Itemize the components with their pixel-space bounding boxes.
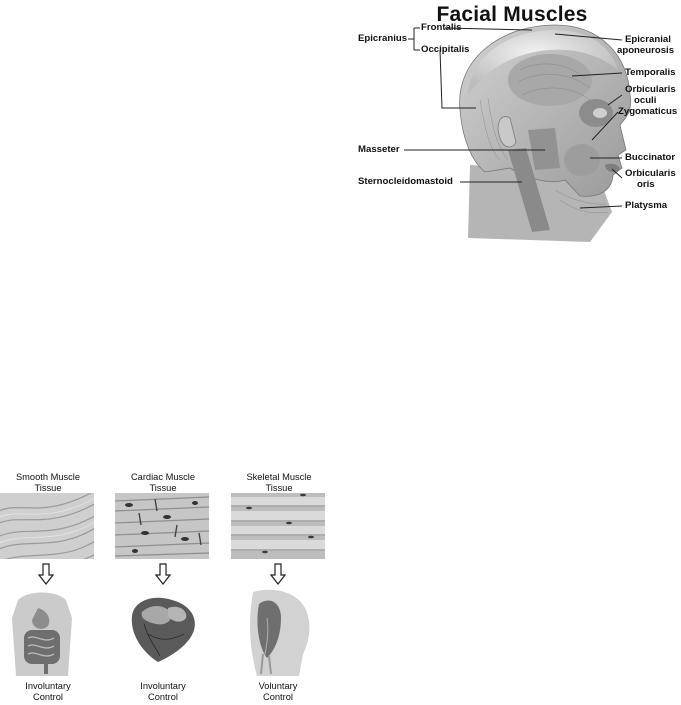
control-line1: Involuntary	[140, 681, 186, 691]
control-line2: Control	[263, 692, 293, 702]
figure-title: Facial Muscles	[436, 3, 588, 26]
digestive-system-icon	[12, 592, 72, 676]
tissue-title-skeletal: Skeletal Muscle Tissue	[224, 472, 334, 494]
tissue-title-line1: Smooth Muscle	[15, 472, 81, 482]
label-epicranial: Epicranial	[625, 34, 671, 45]
tissue-title-cardiac: Cardiac Muscle Tissue	[108, 472, 218, 494]
down-arrow-icon	[155, 563, 171, 585]
label-temporalis: Temporalis	[625, 67, 676, 78]
tissue-title-smooth: Smooth Muscle Tissue	[0, 472, 103, 494]
control-line1: Involuntary	[25, 681, 71, 691]
control-label-skeletal: Voluntary Control	[238, 681, 318, 703]
head-illustration	[404, 24, 632, 242]
label-frontalis: Frontalis	[421, 22, 462, 33]
label-zygomaticus: Zygomaticus	[618, 106, 678, 117]
tissue-title-line2: Tissue	[149, 483, 177, 493]
tissue-title-line2: Tissue	[34, 483, 62, 493]
arm-muscle-icon	[250, 589, 310, 676]
down-arrow-icon	[38, 563, 54, 585]
label-orbicularis-oculi: Orbicularis	[625, 84, 676, 95]
label-orbicularis-oris: Orbicularis	[625, 168, 676, 179]
label-occipitalis: Occipitalis	[421, 44, 470, 55]
control-line2: Control	[33, 692, 63, 702]
label-masseter: Masseter	[358, 144, 400, 155]
label-buccinator: Buccinator	[625, 152, 676, 163]
control-line2: Control	[148, 692, 178, 702]
cardiac-muscle-texture	[115, 493, 209, 559]
tissue-title-line2: Tissue	[265, 483, 293, 493]
facial-muscles-figure: Facial Muscles	[350, 0, 681, 245]
control-line1: Voluntary	[258, 681, 298, 691]
smooth-muscle-texture	[0, 493, 94, 559]
control-label-cardiac: Involuntary Control	[123, 681, 203, 703]
skeletal-muscle-texture	[231, 493, 325, 559]
control-label-smooth: Involuntary Control	[8, 681, 88, 703]
heart-icon	[131, 597, 195, 662]
label-aponeurosis: aponeurosis	[617, 45, 675, 56]
label-platysma: Platysma	[625, 200, 668, 211]
label-epicranius: Epicranius	[358, 33, 408, 44]
tissue-title-line1: Cardiac Muscle	[130, 472, 196, 482]
label-sternocleidomastoid: Sternocleidomastoid	[358, 176, 453, 187]
label-oculi: oculi	[634, 95, 657, 106]
tissue-title-line1: Skeletal Muscle	[246, 472, 312, 482]
label-oris: oris	[637, 179, 655, 190]
down-arrow-icon	[270, 563, 286, 585]
